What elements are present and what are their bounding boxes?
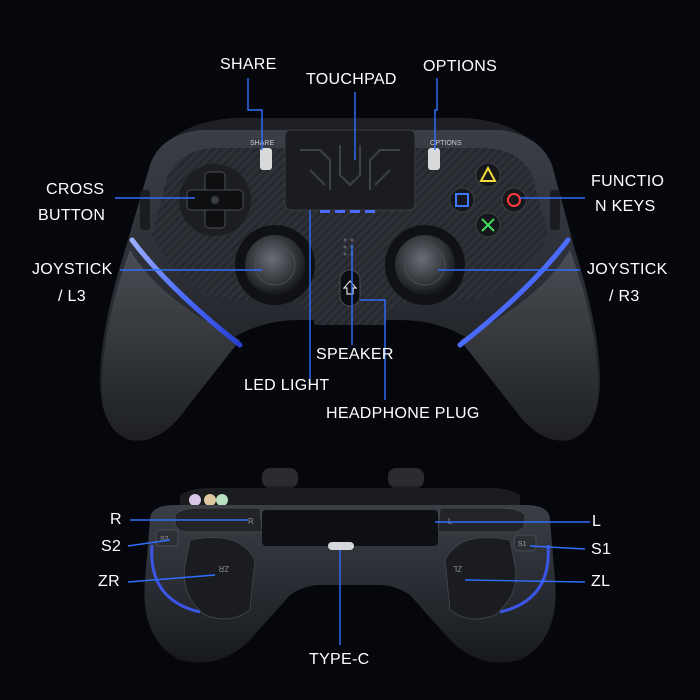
joystick-r3-label-line2: / R3 (609, 288, 640, 305)
options-printed-label: OPTIONS (430, 140, 462, 147)
touchpad-circuit-pattern (300, 145, 400, 190)
back-controller: R L ZR ZL S2 S1 (144, 468, 556, 663)
left-led-light (129, 237, 243, 348)
circle-button[interactable] (501, 187, 527, 213)
s2-button[interactable] (155, 529, 179, 547)
pointer-lines (115, 78, 590, 645)
zl-label: ZL (591, 573, 611, 590)
headphone-plug-label: HEADPHONE PLUG (326, 405, 480, 422)
home-button[interactable] (339, 269, 361, 307)
back-face-button-peek (189, 494, 228, 506)
r-label: R (110, 511, 122, 528)
zr-printed-label: ZR (218, 564, 229, 573)
touchpad[interactable] (284, 129, 416, 211)
circle-icon (507, 193, 521, 207)
cross-button-dpad[interactable] (179, 164, 251, 236)
top-controller: SHARE OPTIONS (100, 117, 600, 441)
zl-trigger[interactable] (444, 537, 517, 620)
triangle-icon (479, 165, 497, 182)
home-icon (342, 280, 358, 295)
s1-button[interactable] (513, 534, 537, 552)
l-label: L (592, 513, 602, 530)
zr-label: ZR (98, 573, 120, 590)
share-button[interactable] (260, 148, 272, 170)
joystick-r3-label-line1: JOYSTICK (587, 261, 668, 278)
cross-button-label-line2: BUTTON (38, 207, 106, 224)
back-body (144, 505, 556, 663)
function-keys-label-line2: N KEYS (595, 198, 656, 215)
speaker-label: SPEAKER (316, 346, 394, 363)
s2-label: S2 (101, 538, 122, 555)
options-label: OPTIONS (423, 58, 498, 75)
zr-trigger[interactable] (183, 537, 256, 620)
r-printed-label: R (248, 517, 254, 526)
rear-panel (262, 510, 438, 546)
right-led-light (457, 237, 571, 348)
left-grip (101, 250, 240, 441)
back-left-led (150, 544, 201, 614)
back-right-led (499, 544, 550, 614)
right-grip (460, 250, 599, 441)
touchpad-label: TOUCHPAD (306, 71, 397, 88)
joystick-l3-label-line2: / L3 (58, 288, 86, 305)
square-button[interactable] (449, 187, 475, 213)
function-keys (449, 162, 527, 238)
s1-label: S1 (591, 541, 612, 558)
led-light-label: LED LIGHT (244, 377, 330, 394)
cross-button-label-line1: CROSS (46, 181, 105, 198)
zl-printed-label: ZL (452, 564, 462, 573)
cross-icon (481, 218, 495, 232)
s2-printed-label: S2 (160, 536, 169, 543)
share-label: SHARE (220, 56, 277, 73)
type-c-label: TYPE-C (309, 651, 370, 668)
options-button[interactable] (428, 148, 440, 170)
s1-printed-label: S1 (518, 541, 527, 548)
type-c-port[interactable] (328, 542, 354, 550)
joystick-l3-label-line1: JOYSTICK (32, 261, 113, 278)
square-icon (455, 193, 469, 207)
left-joystick[interactable] (235, 225, 315, 305)
right-joystick[interactable] (385, 225, 465, 305)
led-indicator-strip (320, 210, 375, 213)
function-keys-label-line1: FUNCTIO (591, 173, 665, 190)
